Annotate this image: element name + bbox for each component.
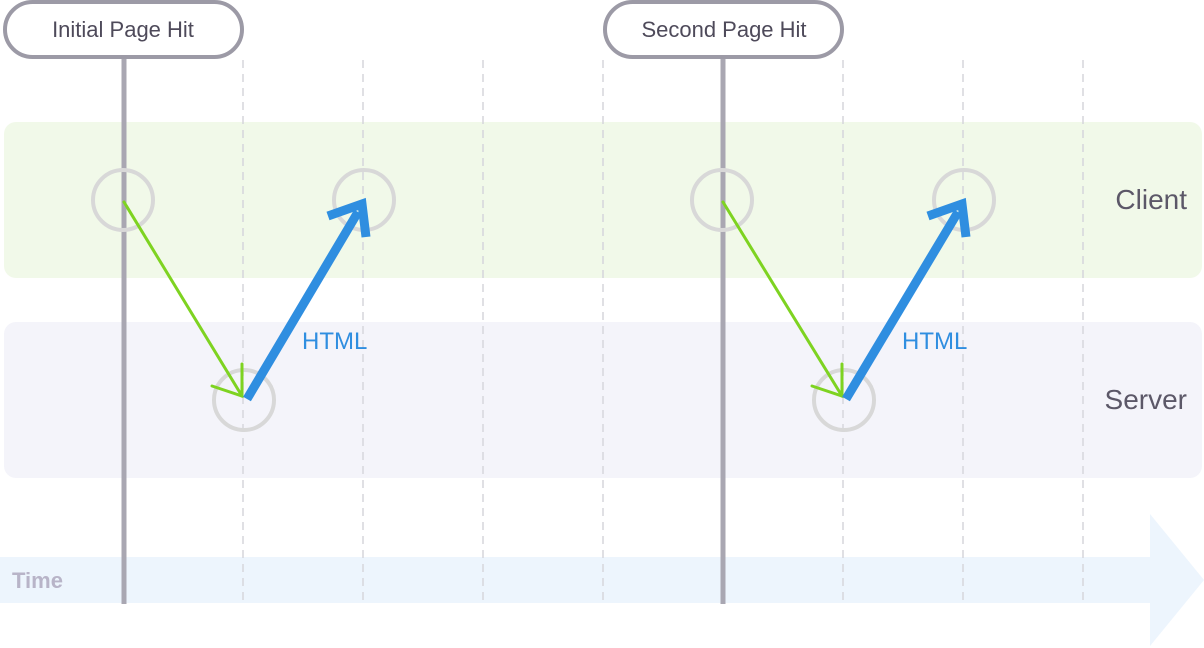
request-arrow [721,200,844,399]
client-lane-label: Client [1115,184,1187,215]
second-hit-marker: Second Page Hit [603,0,844,59]
server-node [212,368,276,432]
server-node [812,368,876,432]
time-band [0,514,1204,646]
initial-hit-label: Initial Page Hit [52,17,194,42]
response-arrow [243,197,371,402]
request-arrow [122,200,244,399]
initial-hit-marker: Initial Page Hit [3,0,244,59]
client-request-node [690,168,754,232]
grid-lines [242,60,1084,604]
time-label: Time [12,568,63,593]
server-lane-label: Server [1105,384,1187,415]
html-response-label: HTML [902,328,967,355]
html-response-label: HTML [302,328,367,355]
second-hit-label: Second Page Hit [641,17,806,42]
response-arrow [842,197,971,402]
client-request-node [91,168,155,232]
